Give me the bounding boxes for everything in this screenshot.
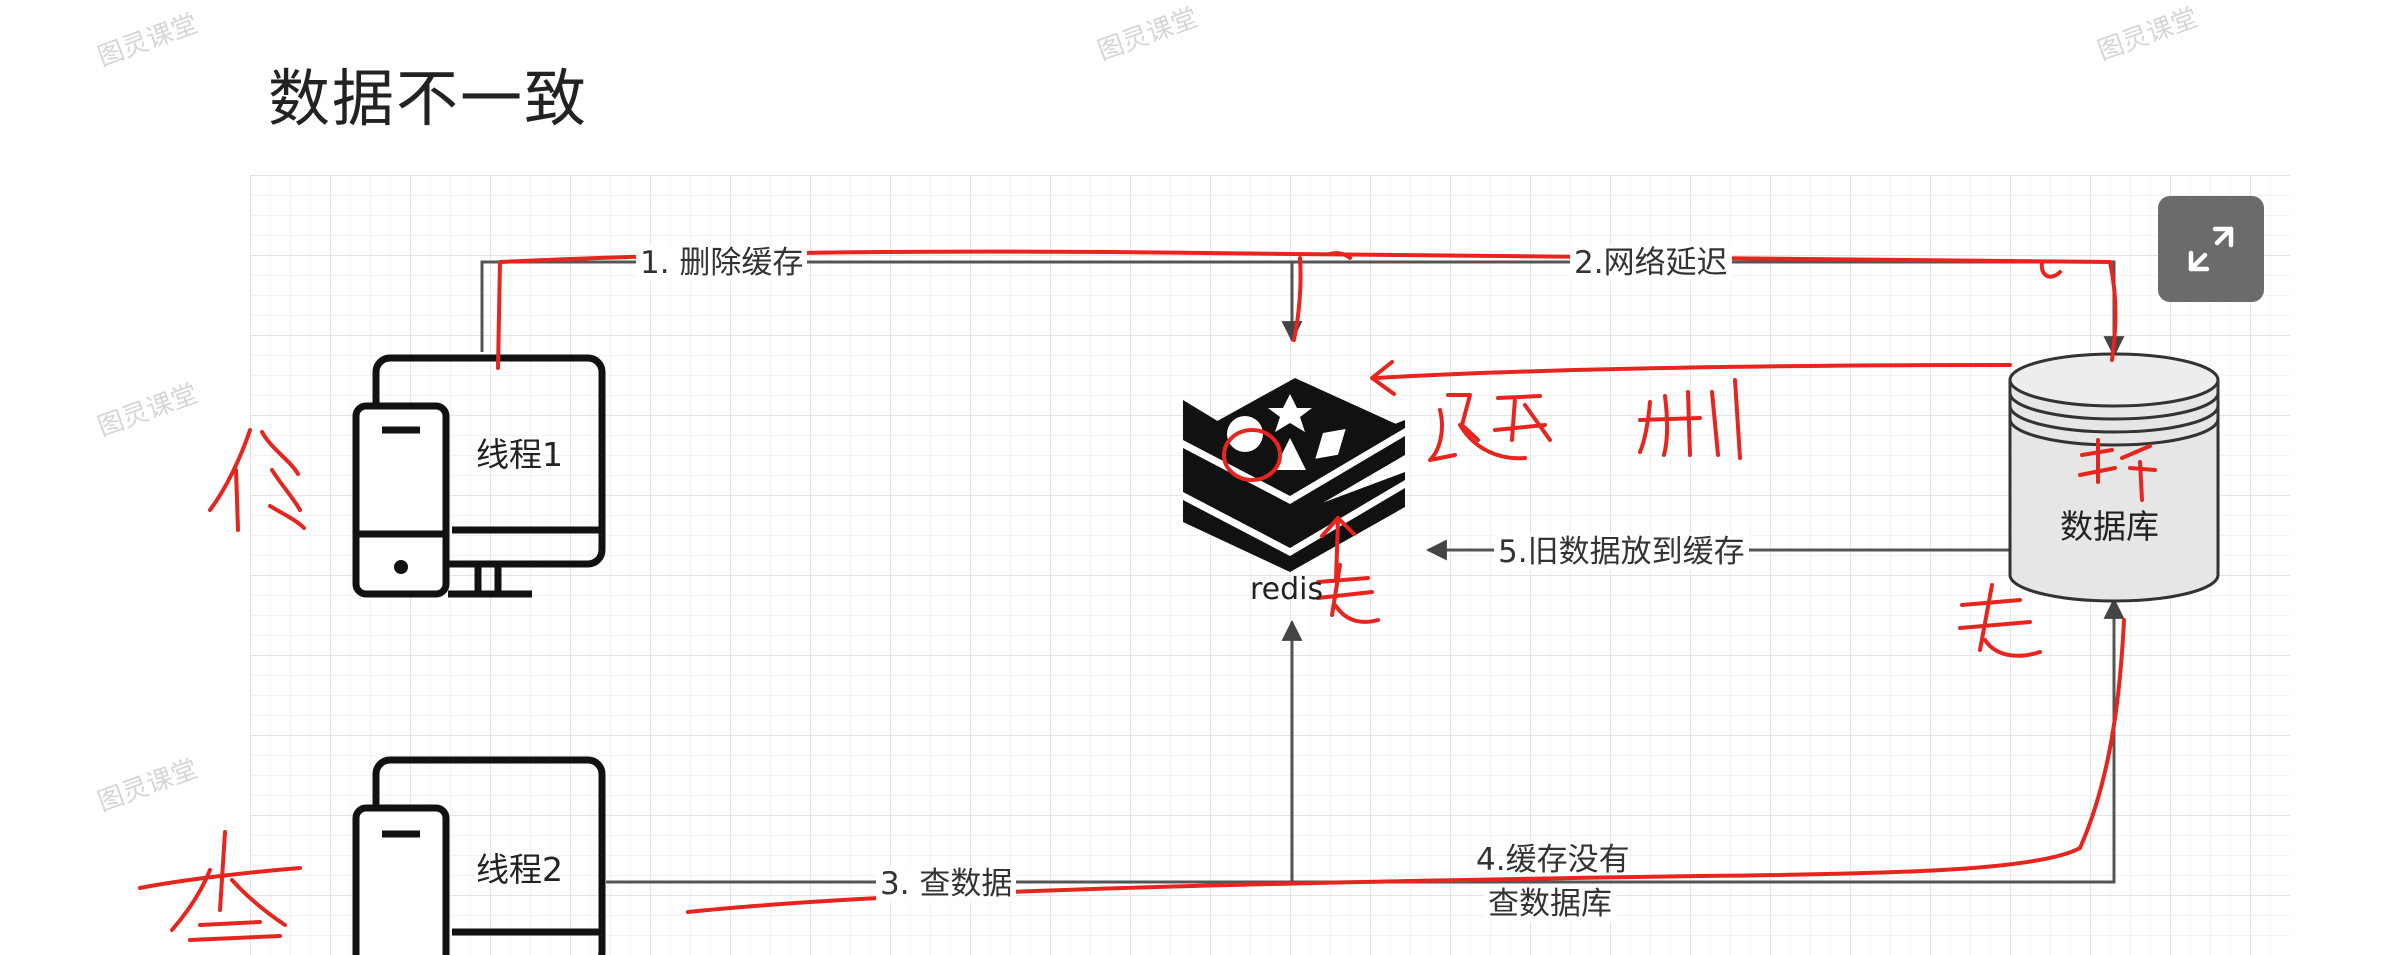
edge-label-old-data-to-cache: 5.旧数据放到缓存 [1494,534,1749,570]
page-title: 数据不一致 [268,62,589,135]
edge-query-data [606,619,1303,884]
redis-logo-icon [1183,378,1405,572]
edge-label-delete-cache: 1. 删除缓存 [636,245,808,281]
edge-label-query-data: 3. 查数据 [876,866,1017,902]
redis-label: redis [1250,572,1324,607]
computer-phone-icon [352,756,606,955]
computer-phone-icon [352,354,606,598]
edge-cache-miss-query-db [1292,597,2125,884]
thread1-label: 线程1 [476,435,563,474]
edge-label-query-db: 查数据库 [1484,886,1616,922]
database-label: 数据库 [2060,507,2159,546]
edge-label-network-delay: 2.网络延迟 [1570,245,1732,281]
edge-delete-cache [480,260,1303,352]
expand-icon [2188,226,2234,272]
expand-button[interactable] [2158,196,2264,302]
edge-label-cache-miss: 4.缓存没有 [1476,842,1630,878]
database-cylinder-icon [2008,352,2220,603]
thread2-label: 线程2 [476,850,563,889]
